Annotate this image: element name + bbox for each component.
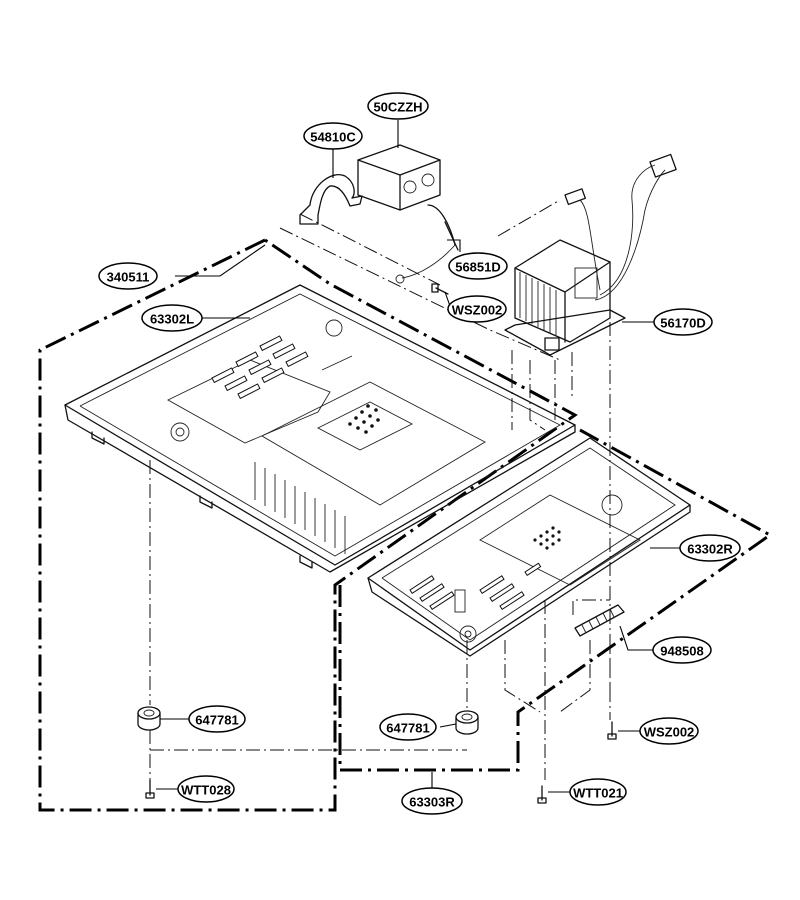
label-base-plate-right-text: 63302R (687, 542, 733, 557)
label-insulator: 948508 (652, 636, 712, 664)
label-foot-right-text: 647781 (386, 721, 429, 736)
label-screw-right: WSZ002 (639, 717, 699, 745)
screw-bottom-right (537, 785, 547, 804)
label-foot-right: 647781 (379, 713, 437, 741)
label-screw-bottom-right: WTT021 (569, 778, 627, 806)
label-diode: 56851D (448, 252, 508, 280)
label-capacitor-bracket: 54810C (303, 122, 363, 150)
transformer (504, 153, 677, 356)
label-capacitor-text: 50CZZH (373, 100, 422, 115)
capacitor-bracket (299, 174, 363, 225)
label-screw-bottom-left: WTT028 (177, 775, 235, 803)
screw-top (431, 283, 449, 295)
assembly-border-right (338, 428, 773, 772)
label-transformer-text: 56170D (660, 316, 706, 331)
label-foot-left: 647781 (188, 705, 246, 733)
foot-right (455, 710, 479, 735)
diode (395, 204, 459, 284)
label-insulator-text: 948508 (660, 644, 703, 659)
label-screw-top: WSZ002 (447, 295, 507, 323)
label-outer-frame-text: 340511 (107, 270, 150, 285)
label-screw-right-text: WSZ002 (644, 725, 695, 740)
screw-bottom-left (145, 779, 155, 799)
label-screw-bottom-left-text: WTT028 (181, 783, 231, 798)
label-base-plate-right: 63302R (679, 534, 741, 562)
label-base-plate-left: 63302L (141, 304, 203, 332)
label-outer-frame: 340511 (98, 262, 158, 290)
label-capacitor-bracket-text: 54810C (310, 130, 356, 145)
label-capacitor: 50CZZH (367, 92, 429, 120)
label-screw-bottom-right-text: WTT021 (573, 786, 623, 801)
assembly-lines (149, 199, 611, 780)
label-frame-right: 63303R (401, 787, 463, 815)
capacitor (357, 144, 441, 211)
label-frame-right-text: 63303R (409, 795, 455, 810)
screw-right (607, 721, 617, 740)
foot-left (137, 706, 161, 731)
label-foot-left-text: 647781 (195, 713, 238, 728)
label-base-plate-left-text: 63302L (150, 312, 194, 327)
label-transformer: 56170D (653, 308, 713, 336)
base-plate-left (64, 284, 576, 573)
label-diode-text: 56851D (455, 260, 501, 275)
callout-leaders (156, 120, 680, 793)
label-screw-top-text: WSZ002 (452, 303, 503, 318)
insulator (574, 604, 625, 637)
assembly-border-left (38, 238, 578, 812)
base-plate-right (367, 437, 691, 657)
